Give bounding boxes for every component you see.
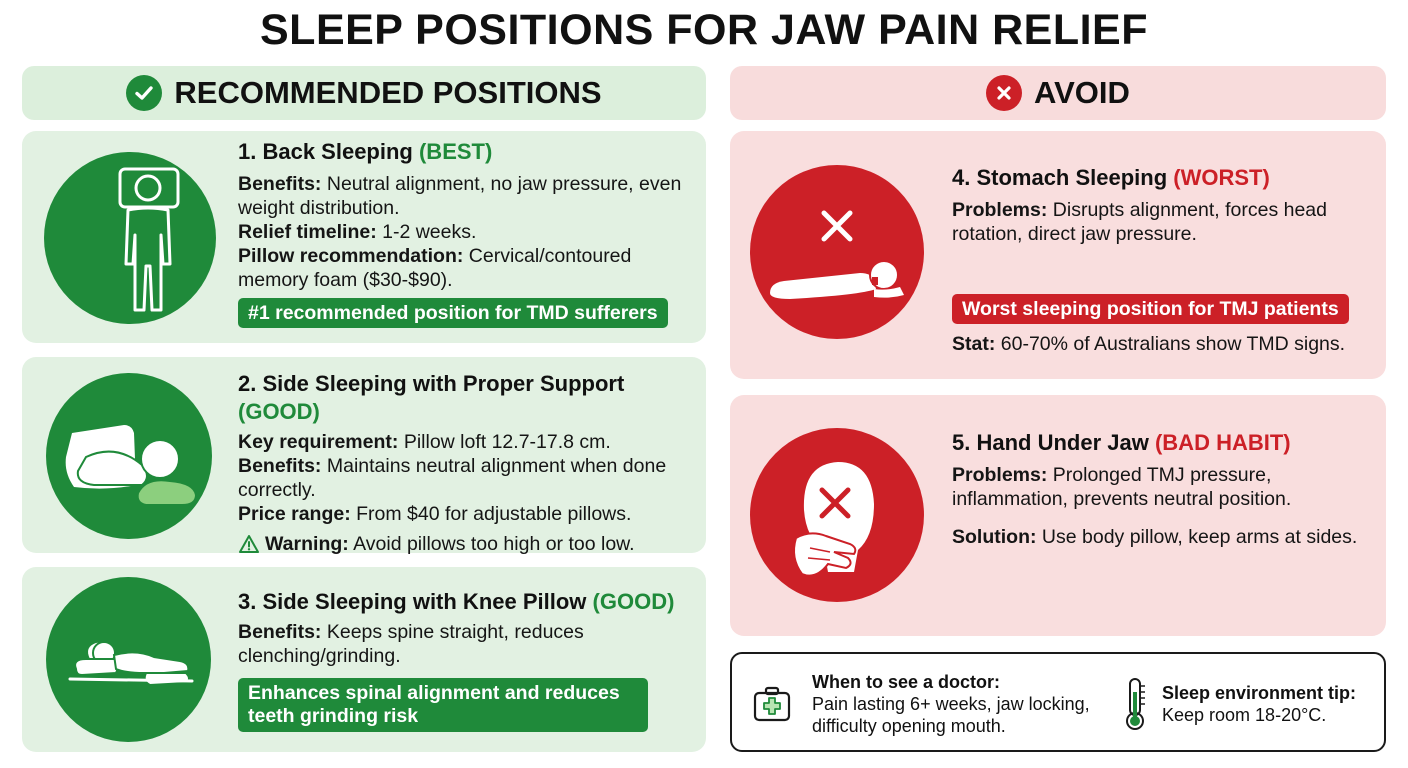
first-aid-kit-icon xyxy=(753,686,791,722)
card-1-tag: (BEST) xyxy=(418,139,493,164)
card-3-title: 3. Side Sleeping with Knee Pillow xyxy=(238,589,587,614)
environment-tip: Sleep environment tip: Keep room 18-20°C… xyxy=(1162,682,1377,726)
page-title: SLEEP POSITIONS FOR JAW PAIN RELIEF xyxy=(260,6,1148,54)
key-requirement-text: Pillow loft 12.7-17.8 cm. xyxy=(403,431,611,453)
doctor-tip-text: Pain lasting 6+ weeks, jaw locking, diff… xyxy=(812,694,1090,736)
benefits-label: Benefits: xyxy=(238,621,322,643)
benefits-text: Neutral alignment, no jaw pressure, even… xyxy=(238,173,682,219)
relief-timeline-label: Relief timeline: xyxy=(238,221,377,243)
card-2-tag: (GOOD) xyxy=(238,399,320,424)
card-5-body: 5. Hand Under Jaw (BAD HABIT) Problems: … xyxy=(952,429,1372,549)
environment-tip-text: Keep room 18-20°C. xyxy=(1162,705,1327,725)
card-knee-pillow: 3. Side Sleeping with Knee Pillow (GOOD)… xyxy=(22,567,706,752)
price-range-label: Price range: xyxy=(238,503,351,525)
card-4-title: 4. Stomach Sleeping xyxy=(952,165,1168,190)
card-side-sleeping: 2. Side Sleeping with Proper Support (GO… xyxy=(22,357,706,556)
thermometer-icon xyxy=(1126,678,1145,730)
knee-pillow-icon xyxy=(46,577,211,742)
problems-text: Disrupts alignment, forces head rotation… xyxy=(952,199,1327,245)
pillow-recommendation-label: Pillow recommendation: xyxy=(238,245,464,267)
stat-label: Stat: xyxy=(952,333,996,355)
card-2-body: 2. Side Sleeping with Proper Support (GO… xyxy=(238,370,698,556)
stomach-sleeping-icon xyxy=(750,165,924,339)
card-3-tag: (GOOD) xyxy=(592,589,675,614)
price-range-text: From $40 for adjustable pillows. xyxy=(356,503,632,525)
doctor-tip-label: When to see a doctor: xyxy=(812,672,1001,692)
key-requirement-label: Key requirement: xyxy=(238,431,399,453)
hand-under-jaw-icon xyxy=(750,428,924,602)
problems-label: Problems: xyxy=(952,199,1048,221)
back-sleeping-icon xyxy=(44,152,216,324)
avoid-heading: AVOID xyxy=(1034,75,1130,110)
card-5-title: 5. Hand Under Jaw xyxy=(952,430,1149,455)
card-4-highlight: Worst sleeping position for TMJ patients xyxy=(952,294,1349,324)
pillow-recommendation-text: Cervical/contoured memory foam ($30-$90)… xyxy=(238,245,632,291)
recommended-heading: RECOMMENDED POSITIONS xyxy=(174,75,602,110)
recommended-header: RECOMMENDED POSITIONS xyxy=(22,66,706,120)
card-hand-under-jaw: 5. Hand Under Jaw (BAD HABIT) Problems: … xyxy=(730,395,1386,636)
warning-label: Warning: xyxy=(265,533,349,555)
doctor-tip: When to see a doctor: Pain lasting 6+ we… xyxy=(812,671,1112,737)
warning-text: Avoid pillows too high or too low. xyxy=(353,533,635,555)
tips-box: When to see a doctor: Pain lasting 6+ we… xyxy=(730,652,1386,752)
side-sleeping-icon xyxy=(46,373,212,539)
benefits-text: Keeps spine straight, reduces clenching/… xyxy=(238,621,584,667)
problems-label: Problems: xyxy=(952,464,1048,486)
benefits-label: Benefits: xyxy=(238,173,322,195)
solution-text: Use body pillow, keep arms at sides. xyxy=(1041,526,1358,548)
avoid-header: AVOID xyxy=(730,66,1386,120)
card-2-title: 2. Side Sleeping with Proper Support xyxy=(238,371,625,396)
environment-tip-label: Sleep environment tip: xyxy=(1162,683,1357,703)
solution-label: Solution: xyxy=(952,526,1037,548)
card-3-highlight: Enhances spinal alignment and reduces te… xyxy=(238,678,648,732)
card-stomach-sleeping: 4. Stomach Sleeping (WORST) Problems: Di… xyxy=(730,131,1386,379)
card-1-title: 1. Back Sleeping xyxy=(238,139,413,164)
card-4-body: 4. Stomach Sleeping (WORST) Problems: Di… xyxy=(952,164,1372,356)
card-1-highlight: #1 recommended position for TMD sufferer… xyxy=(238,298,668,328)
x-circle-icon xyxy=(986,75,1023,111)
problems-text: Prolonged TMJ pressure, inflammation, pr… xyxy=(952,464,1292,510)
warning-row: Warning: Avoid pillows too high or too l… xyxy=(238,532,698,556)
relief-timeline-text: 1-2 weeks. xyxy=(382,221,477,243)
benefits-text: Maintains neutral alignment when done co… xyxy=(238,455,667,501)
check-circle-icon xyxy=(126,75,163,111)
benefits-label: Benefits: xyxy=(238,455,322,477)
card-back-sleeping: 1. Back Sleeping (BEST) Benefits: Neutra… xyxy=(22,131,706,343)
card-1-body: 1. Back Sleeping (BEST) Benefits: Neutra… xyxy=(238,138,688,328)
warning-triangle-icon xyxy=(239,535,259,553)
card-5-tag: (BAD HABIT) xyxy=(1154,430,1291,455)
card-3-body: 3. Side Sleeping with Knee Pillow (GOOD)… xyxy=(238,588,688,732)
stat-text: 60-70% of Australians show TMD signs. xyxy=(1000,333,1346,355)
card-4-tag: (WORST) xyxy=(1173,165,1270,190)
